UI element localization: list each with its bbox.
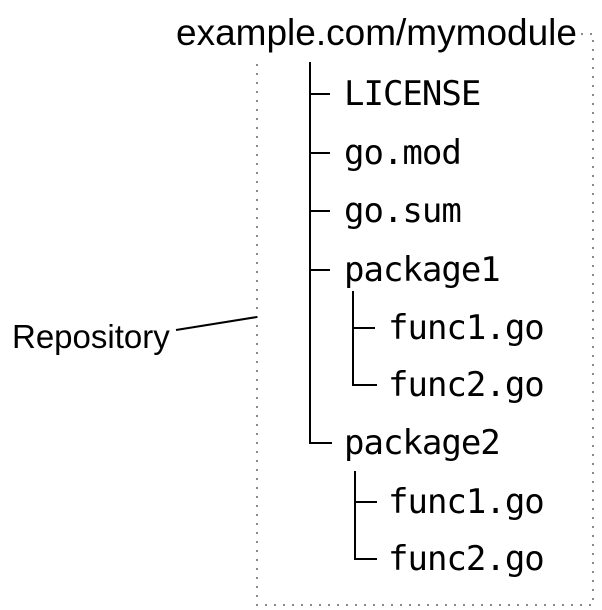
tree-trunk [309, 62, 332, 444]
tree-item-package1-func2-go: func2.go [388, 365, 545, 405]
repository-label: Repository [12, 318, 170, 355]
tree-item-go-mod: go.mod [344, 133, 462, 173]
tree-item-package2-func2-go: func2.go [388, 539, 545, 579]
package2-subtrunk [354, 471, 377, 560]
tree-item-go-sum: go.sum [344, 191, 462, 231]
module-title: example.com/mymodule [168, 7, 577, 59]
tree-item-package2: package2 [344, 423, 501, 463]
tree-item-license: LICENSE [344, 74, 481, 114]
package1-subtrunk [352, 291, 377, 386]
repository-callout-line [175, 316, 258, 331]
repository-boundary-box [256, 33, 594, 606]
tree-item-package1-func1-go: func1.go [388, 308, 545, 348]
tree-item-package1: package1 [344, 250, 501, 290]
tree-item-package2-func1-go: func1.go [388, 482, 545, 522]
